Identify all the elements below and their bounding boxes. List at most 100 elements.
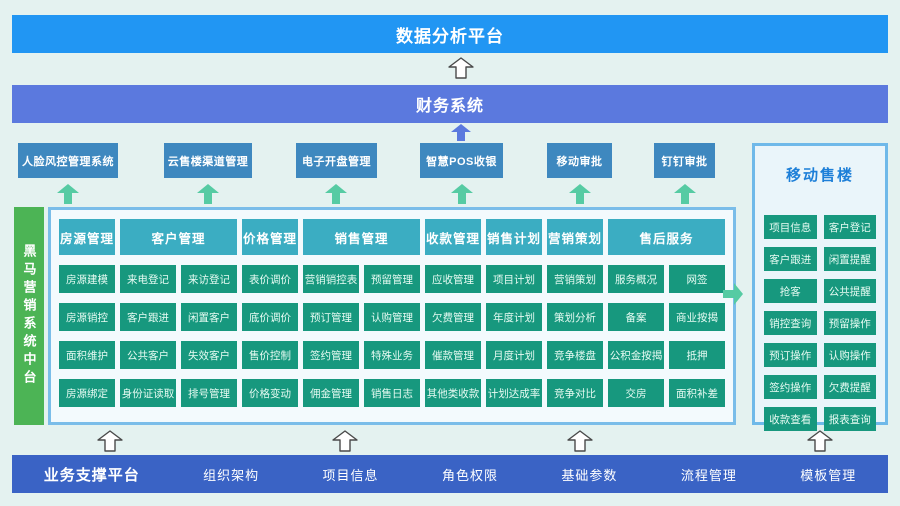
module-item: 预留管理 — [364, 265, 420, 293]
module-item: 营销销控表 — [303, 265, 359, 293]
module-item: 商业按揭 — [669, 303, 725, 331]
column-header: 售后服务 — [608, 219, 725, 255]
mobile-item: 签约操作 — [764, 375, 817, 399]
module-item: 房源销控 — [59, 303, 115, 331]
module-grid: 房源管理客户管理价格管理销售管理收款管理销售计划营销策划售后服务房源建模来电登记… — [59, 219, 725, 414]
external-system-label: 移动审批 — [556, 155, 603, 168]
up-arrow-icon — [325, 184, 347, 204]
module-item: 欠费管理 — [425, 303, 481, 331]
module-item: 认购管理 — [364, 303, 420, 331]
up-arrow-icon — [97, 430, 123, 452]
mobile-item: 客户跟进 — [764, 247, 817, 271]
mobile-item: 抢客 — [764, 279, 817, 303]
bottom-bar-item: 项目信息 — [322, 467, 379, 483]
module-item: 售价控制 — [242, 341, 298, 369]
data-analysis-platform-label: 数据分析平台 — [396, 26, 504, 46]
marketing-middle-platform-label: 黑马营销系统中台 — [21, 244, 37, 388]
external-system-cloud-sales: 云售楼渠道管理 — [164, 143, 252, 178]
module-item: 应收管理 — [425, 265, 481, 293]
module-item: 面积维护 — [59, 341, 115, 369]
mobile-item: 预留操作 — [823, 311, 876, 335]
module-item: 闲置客户 — [181, 303, 237, 331]
bottom-bar-item: 业务支撑平台 — [43, 466, 140, 484]
finance-system-label: 财务系统 — [415, 98, 484, 115]
up-arrow-icon — [569, 184, 591, 204]
module-item: 签约管理 — [303, 341, 359, 369]
module-item: 预订管理 — [303, 303, 359, 331]
column-header: 房源管理 — [59, 219, 115, 255]
module-item: 排号管理 — [181, 379, 237, 407]
module-item: 佣金管理 — [303, 379, 359, 407]
external-system-label: 电子开盘管理 — [302, 155, 371, 168]
module-item: 催款管理 — [425, 341, 481, 369]
module-item: 公共客户 — [120, 341, 176, 369]
module-item: 价格变动 — [242, 379, 298, 407]
column-header: 销售管理 — [303, 219, 420, 255]
external-system-label: 钉钉审批 — [661, 155, 708, 168]
module-item: 来访登记 — [181, 265, 237, 293]
module-item: 交房 — [608, 379, 664, 407]
module-item: 年度计划 — [486, 303, 542, 331]
bottom-bar-item: 角色权限 — [441, 467, 498, 483]
up-arrow-icon — [197, 184, 219, 204]
mobile-sales-panel: 移动售楼 项目信息客户登记客户跟进闲置提醒抢客公共提醒销控查询预留操作预订操作认… — [752, 143, 888, 431]
column-header: 销售计划 — [486, 219, 542, 255]
mobile-item: 预订操作 — [764, 343, 817, 367]
column-header: 客户管理 — [120, 219, 237, 255]
up-arrow-icon — [451, 124, 471, 141]
mobile-item: 项目信息 — [764, 215, 817, 239]
module-item: 失效客户 — [181, 341, 237, 369]
module-item: 公积金按揭 — [608, 341, 664, 369]
module-item: 月度计划 — [486, 341, 542, 369]
up-arrow-icon — [451, 184, 473, 204]
module-item: 客户跟进 — [120, 303, 176, 331]
module-item: 底价调价 — [242, 303, 298, 331]
right-arrow-icon — [723, 283, 743, 305]
module-item: 项目计划 — [486, 265, 542, 293]
module-item: 表价调价 — [242, 265, 298, 293]
external-system-label: 人脸风控管理系统 — [22, 155, 114, 168]
mobile-item: 欠费提醒 — [823, 375, 876, 399]
up-arrow-icon — [807, 430, 833, 452]
up-arrow-icon — [57, 184, 79, 204]
module-item: 特殊业务 — [364, 341, 420, 369]
module-item: 销售日志 — [364, 379, 420, 407]
module-item: 竞争楼盘 — [547, 341, 603, 369]
mobile-item: 报表查询 — [823, 407, 876, 431]
column-header: 营销策划 — [547, 219, 603, 255]
external-system-e-opening: 电子开盘管理 — [296, 143, 377, 178]
bottom-bar-item: 流程管理 — [680, 467, 737, 483]
up-arrow-icon — [448, 57, 474, 79]
mobile-sales-title: 移动售楼 — [785, 167, 854, 184]
module-item: 房源建模 — [59, 265, 115, 293]
mobile-item: 销控查询 — [764, 311, 817, 335]
mobile-item: 认购操作 — [823, 343, 876, 367]
data-analysis-platform-bar: 数据分析平台 — [12, 15, 888, 53]
bottom-bar-item: 组织架构 — [203, 467, 260, 483]
module-item: 来电登记 — [120, 265, 176, 293]
external-system-label: 云售楼渠道管理 — [167, 155, 249, 168]
module-item: 其他类收款 — [425, 379, 481, 407]
module-item: 营销策划 — [547, 265, 603, 293]
module-item: 房源绑定 — [59, 379, 115, 407]
module-item: 策划分析 — [547, 303, 603, 331]
mobile-item: 公共提醒 — [823, 279, 876, 303]
column-header: 收款管理 — [425, 219, 481, 255]
external-system-face-risk: 人脸风控管理系统 — [18, 143, 118, 178]
module-item: 身份证读取 — [120, 379, 176, 407]
external-system-dingtalk-approval: 钉钉审批 — [654, 143, 715, 178]
external-system-pos: 智慧POS收银 — [420, 143, 503, 178]
external-system-label: 智慧POS收银 — [426, 155, 497, 168]
bottom-bar-item: 模板管理 — [800, 467, 857, 483]
mobile-item: 闲置提醒 — [823, 247, 876, 271]
module-item: 计划达成率 — [486, 379, 542, 407]
mobile-item: 客户登记 — [823, 215, 876, 239]
module-item: 服务概况 — [608, 265, 664, 293]
up-arrow-icon — [332, 430, 358, 452]
module-item: 网签 — [669, 265, 725, 293]
mobile-items: 项目信息客户登记客户跟进闲置提醒抢客公共提醒销控查询预留操作预订操作认购操作签约… — [755, 185, 885, 431]
external-system-mobile-approval: 移动审批 — [547, 143, 612, 178]
finance-system-bar: 财务系统 — [12, 85, 888, 123]
up-arrow-icon — [567, 430, 593, 452]
